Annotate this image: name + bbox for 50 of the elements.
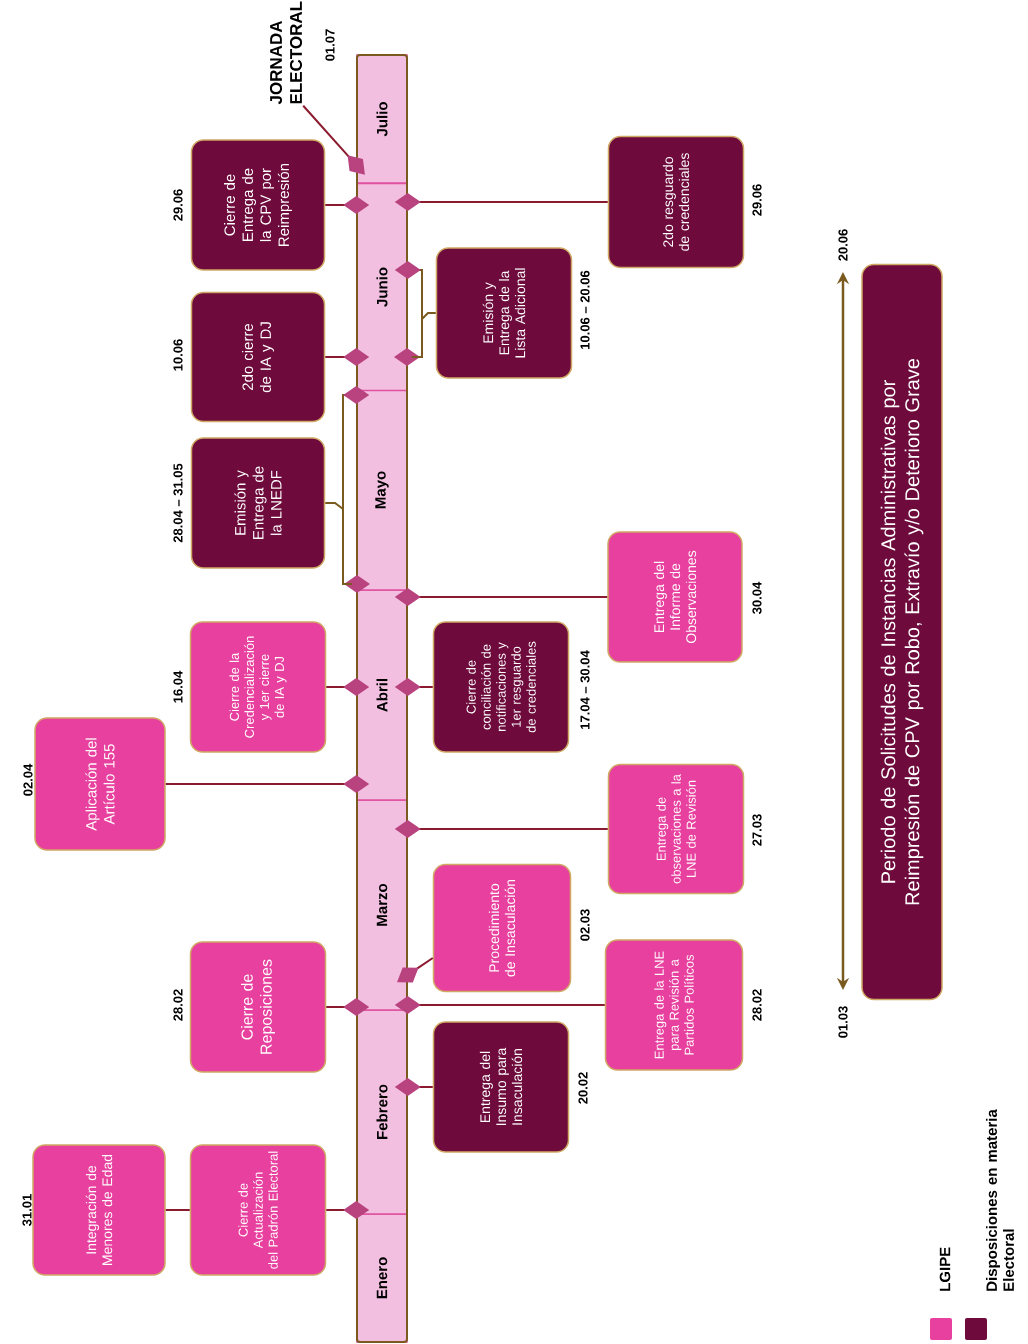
month-band: Junio: [356, 182, 408, 392]
connector: [397, 957, 434, 983]
event-box: Cierre de conciliación de notificaciones y 1er resguardo de credenciales: [432, 621, 570, 753]
date-label: 20.06: [838, 229, 848, 261]
event-box: Entrega del Informe de Observaciones: [607, 531, 743, 663]
date-label: 10.06 – 20.06: [580, 270, 590, 349]
event-box: Cierre de Reposiciones: [189, 941, 327, 1073]
event-box: Procedimiento de Insaculación: [432, 863, 572, 993]
period-banner: Periodo de Solicitudes de Instancias Administrativas por Reimpresión de CPV por Robo, Extravío y/o Deterioro Grave: [861, 263, 943, 1001]
event-box: Entrega de observaciones a la LNE de Revisión: [607, 763, 745, 895]
legend-label: LGIPE: [939, 1247, 951, 1291]
legend-label: Disposiciones en materia Electoral: [986, 1109, 1014, 1291]
month-band: Enero: [356, 1213, 408, 1343]
date-label: 29.06: [752, 184, 762, 216]
date-label: 30.04: [752, 581, 762, 614]
leader-line: [302, 104, 365, 175]
date-label: 10.06: [173, 339, 183, 371]
date-label: 31.01: [22, 1194, 32, 1226]
date-label: 01.07: [325, 29, 335, 61]
date-label: 20.02: [578, 1072, 588, 1104]
connector: [164, 1209, 191, 1211]
event-box: Cierre de Actualización del Padrón Electoral: [189, 1144, 327, 1276]
event-box: 2do cierre de IA y DJ: [190, 291, 326, 423]
event-box: Emisión y Entrega de la Lista Adicional: [435, 247, 573, 379]
date-label: 29.06: [173, 189, 183, 221]
event-box: Entrega del Insumo para Insaculación: [432, 1021, 570, 1153]
event-box: Entrega de la LNE para Revisión a Partidos Políticos: [604, 939, 744, 1071]
date-label: 28.04 – 31.05: [173, 463, 183, 543]
event-box: 2do resguardo de credenciales: [607, 135, 745, 269]
date-label: 01.03: [838, 1006, 848, 1038]
event-box: Cierre de la Credencialización y 1er cierre de IA y DJ: [189, 621, 327, 753]
date-label: 28.02: [752, 989, 762, 1021]
date-label: 27.03: [752, 814, 762, 846]
event-label: JORNADA ELECTORAL: [270, 1, 302, 105]
event-box: Emisión y Entrega de la LNEDF: [190, 437, 326, 569]
event-box: Aplicación del Artículo 155: [34, 717, 166, 851]
date-label: 02.04: [23, 763, 33, 796]
date-label: 28.02: [173, 989, 183, 1021]
month-band: Febrero: [356, 1009, 408, 1215]
month-band: Abril: [356, 589, 408, 801]
month-band: Mayo: [356, 389, 408, 591]
event-box: Integración de Menores de Edad: [32, 1144, 166, 1276]
date-label: 16.04: [173, 670, 183, 703]
month-band: Julio: [356, 54, 408, 184]
event-box: Cierre de Entrega de la CPV por Reimpresión: [190, 139, 326, 271]
bracket-connector: [394, 261, 437, 366]
date-label: 17.04 – 30.04: [580, 650, 590, 729]
date-label: 02.03: [580, 909, 590, 941]
month-band: Marzo: [356, 799, 408, 1011]
bracket-connector: [324, 386, 370, 593]
